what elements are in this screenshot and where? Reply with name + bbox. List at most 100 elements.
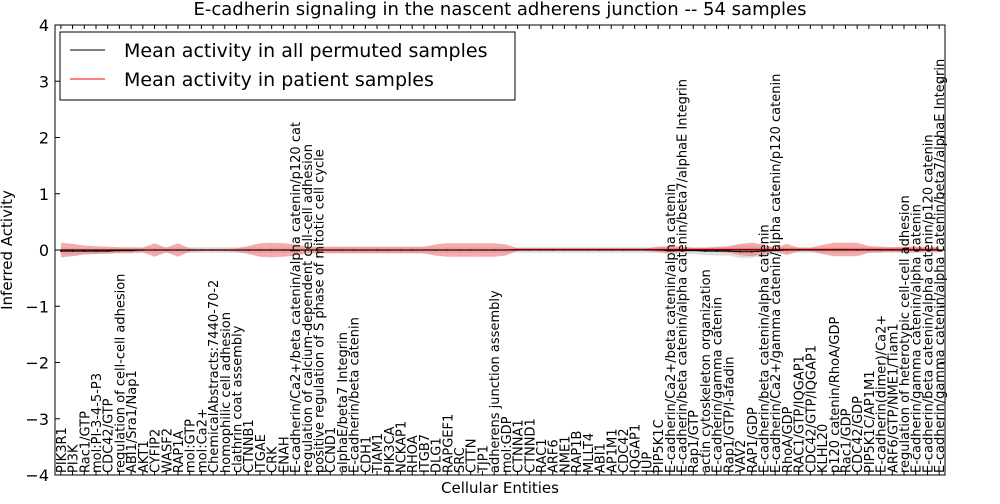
point-permuted — [739, 250, 741, 253]
x-tick-label: E-cadherin/gamma catenin — [711, 297, 726, 473]
legend-box — [59, 31, 516, 101]
x-tick-label: ARF6 — [547, 439, 562, 473]
x-tick-label: E-cadherin/gamma catenin/alpha catenin/b… — [933, 59, 948, 473]
x-tick-label: MLLT4 — [582, 433, 597, 473]
x-tick-label: CDH1 — [359, 436, 374, 473]
x-tick-label: PIK3R1 — [55, 427, 70, 473]
x-tick-label: Rac1/GTP — [78, 411, 93, 473]
x-tick-label: regulation of heterotypic cell-cell adhe… — [898, 195, 913, 473]
point-permuted — [83, 250, 86, 252]
x-tick-label: PIP5K1C — [652, 419, 667, 473]
x-tick-label: ChemicalAbstracts:7440-70-2 — [207, 280, 222, 473]
x-tick-label: RHOA — [406, 435, 421, 473]
x-tick-label: RAP1A — [172, 430, 187, 473]
x-tick-label: Rap1/GTP/I-afadin — [722, 356, 737, 473]
x-tick-label: SRC — [453, 447, 468, 473]
x-tick-label: ITGB7 — [418, 434, 433, 473]
point-permuted — [727, 250, 730, 252]
legend: Mean activity in all permuted samples Me… — [59, 31, 516, 101]
x-tick-label: E-cadherin/Ca2+/gamma catenin/alpha cate… — [769, 74, 784, 473]
y-tick-label: −3 — [25, 410, 49, 429]
x-tick-label: RAPGEF1 — [441, 414, 456, 473]
x-axis-label: Cellular Entities — [441, 479, 559, 497]
x-tick-labels: PIK3R1PI3KRac1/GTPmol:PI-3-4-5-P3CDC42/G… — [55, 59, 948, 474]
x-tick-label: NME1 — [558, 436, 573, 473]
x-tick-label: E-cadherin(dimer)/Ca2+ — [875, 315, 890, 473]
legend-label-patient: Mean activity in patient samples — [124, 69, 434, 91]
x-tick-label: ENAH — [277, 436, 292, 473]
x-tick-label: JUP — [640, 452, 655, 474]
x-tick-label: ABI1 — [594, 443, 609, 473]
x-tick-label: E-cadherin/beta catenin — [348, 317, 363, 473]
x-tick-label: RhoA/GDP — [781, 406, 796, 473]
x-tick-label: CDC42 — [617, 428, 632, 473]
x-tick-label: CTNNA1 — [512, 419, 527, 473]
x-tick-label: E-cadherin/beta catenin/alpha catenin — [757, 224, 772, 473]
y-tick-label: −2 — [25, 354, 49, 373]
x-ticks — [60, 25, 940, 475]
point-permuted — [704, 250, 706, 252]
x-tick-label: p120 catenin/RhoA/GDP — [828, 317, 843, 473]
x-tick-label: positive regulation of S phase of mitoti… — [312, 149, 327, 473]
y-tick-label: 2 — [39, 129, 49, 148]
x-tick-label: ITGAE — [254, 434, 269, 473]
x-tick-label: actin cytoskeleton organization — [699, 269, 714, 473]
x-tick-label: regulation of calcium-dependent cell-cel… — [301, 144, 316, 473]
x-tick-label: CTNNB1 — [242, 419, 257, 473]
x-tick-label: RAC1/GTP/IQGAP1 — [793, 355, 808, 473]
chart-title: E-cadherin signaling in the nascent adhe… — [193, 0, 806, 20]
x-tick-label: ABI1/Sra1/Nap1 — [125, 370, 140, 473]
y-axis-label: Inferred Activity — [0, 190, 16, 310]
y-tick-label: 1 — [39, 185, 49, 204]
x-tick-label: TJP1 — [476, 445, 491, 474]
x-tick-label: CDC42/GDP — [851, 396, 866, 473]
x-tick-label: mol:PI-3-4-5-P3 — [90, 373, 105, 473]
x-tick-label: KLHL20 — [816, 424, 831, 473]
x-tick-label: mol:Ca2+ — [195, 408, 210, 473]
point-permuted — [762, 250, 765, 252]
x-tick-label: E-cadherin/Ca2+/beta catenin/alpha caten… — [289, 122, 304, 473]
point-permuted — [95, 250, 97, 252]
legend-label-permuted: Mean activity in all permuted samples — [124, 40, 487, 62]
point-permuted — [71, 250, 74, 252]
x-tick-label: VAV2 — [734, 440, 749, 473]
x-tick-label: PI3K — [67, 444, 82, 473]
point-permuted — [106, 250, 109, 252]
x-tick-label: ARF6/GTP/NME1/Tiam1 — [886, 323, 901, 473]
x-tick-label: RAP1B — [570, 431, 585, 473]
point-permuted — [750, 250, 753, 253]
x-tick-label: RAC1 — [535, 438, 550, 473]
x-tick-label: Rap1/GTP — [687, 410, 702, 473]
x-tick-label: adherens junction assembly — [488, 290, 503, 473]
x-tick-label: CYFIP2 — [149, 429, 164, 473]
x-tick-label: AP1M1 — [605, 429, 620, 474]
x-tick-label: RAP1/GDP — [746, 407, 761, 473]
x-tick-label: AKT1 — [137, 440, 152, 473]
x-tick-label: clathrin coat assembly — [231, 325, 246, 473]
y-tick-label: −1 — [25, 297, 49, 316]
x-tick-label: IQGAP1 — [629, 424, 644, 473]
x-tick-label: CDC42/GTP — [102, 398, 117, 473]
y-tick-label: 4 — [39, 16, 49, 35]
x-tick-label: DLG1 — [430, 437, 445, 473]
x-tick-label: E-cadherin/Ca2+/beta catenin/alpha caten… — [664, 184, 679, 473]
x-tick-label: alphaE/beta7 Integrin — [336, 332, 351, 473]
x-tick-label: mol:GDP — [500, 416, 515, 473]
x-tick-label: CCND1 — [324, 427, 339, 473]
x-tick-label: CTTN — [465, 439, 480, 473]
x-tick-label: PIK3CA — [383, 426, 398, 473]
x-tick-label: mol:GTP — [184, 419, 199, 473]
y-tick-label: 0 — [39, 241, 49, 260]
x-tick-label: E-cadherin/beta catenin/alpha catenin/be… — [676, 79, 691, 473]
x-tick-label: TIAM1 — [371, 433, 386, 474]
x-tick-label: E-cadherin/gamma catenin/alpha catenin — [910, 204, 925, 473]
x-tick-label: NCKAP1 — [394, 421, 409, 473]
x-tick-label: CTNND1 — [523, 418, 538, 473]
x-tick-label: CRK — [266, 446, 281, 473]
x-tick-label: PIP5K1C/AP1M1 — [863, 370, 878, 473]
plot-frame — [54, 24, 946, 476]
point-permuted — [715, 250, 718, 252]
y-tick-label: 3 — [39, 72, 49, 91]
x-tick-label: WASF2 — [160, 428, 175, 473]
